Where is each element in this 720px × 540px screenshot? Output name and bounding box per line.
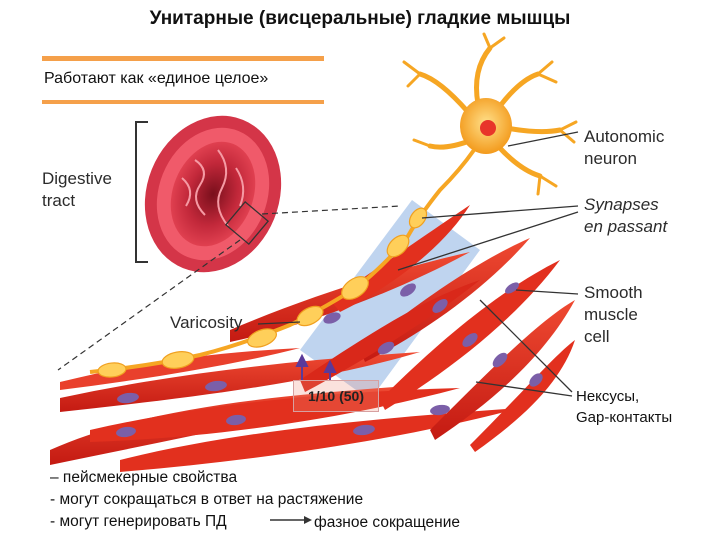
smooth-leader — [515, 289, 579, 295]
muscle-cell — [430, 300, 575, 440]
note-pacemaker: – пейсмекерные свойства — [50, 469, 238, 486]
cell-nucleus — [353, 424, 375, 436]
label-digestive-tract: Digestive tract — [42, 168, 112, 212]
arrow-up-right-head — [323, 359, 337, 373]
arrow-up-left-head — [295, 353, 309, 367]
muscle-cell — [90, 388, 460, 442]
label-autonomic-line1: Autonomic — [584, 127, 665, 146]
digestive-bracket — [135, 121, 148, 263]
varicosity-bead — [408, 207, 428, 229]
arrow-pd-head — [304, 516, 312, 524]
varicosity-bead — [97, 362, 127, 378]
notes-list: – пейсмекерные свойства - могут сокращат… — [50, 467, 363, 533]
label-smooth-muscle-cell: Smooth muscle cell — [584, 282, 643, 348]
zoom-line-upper — [261, 205, 401, 215]
cell-nucleus — [205, 380, 227, 392]
varicosity-bead — [247, 328, 277, 348]
cell-nucleus — [432, 299, 448, 313]
label-digestive-line2: tract — [42, 191, 76, 210]
label-digestive-line1: Digestive — [42, 169, 112, 188]
label-synapses-en-passant: Synapses en passant — [584, 194, 667, 238]
cell-nucleus — [505, 282, 519, 294]
cell-nucleus — [117, 392, 139, 404]
subtitle-underline-bar — [42, 100, 324, 104]
autonomic-neuron — [89, 32, 578, 378]
label-smooth-line3: cell — [584, 327, 610, 346]
note-action-potential: - могут генерировать ПД — [50, 513, 227, 530]
varicosity-bead — [386, 234, 410, 258]
title-underline-bar — [42, 56, 324, 61]
note-stretch: - могут сокращаться в ответ на растяжени… — [50, 491, 364, 508]
cell-nucleus — [529, 373, 543, 387]
varicosity-leader — [257, 321, 301, 325]
label-smooth-line1: Smooth — [584, 283, 643, 302]
label-autonomic-neuron: Autonomic neuron — [584, 126, 664, 170]
page-title: Унитарные (висцеральные) гладкие мышцы — [149, 8, 571, 29]
label-nexus-line1: Нексусы, — [576, 388, 640, 405]
nexus-leader-1 — [479, 299, 573, 393]
cell-nucleus — [400, 283, 416, 297]
digestive-tract-cross-section — [144, 115, 282, 273]
label-smooth-line2: muscle — [584, 305, 638, 324]
cell-nucleus — [377, 341, 395, 355]
muscle-cell — [60, 348, 300, 390]
cell-nucleus — [116, 426, 136, 438]
muscle-cell — [120, 408, 520, 472]
nexus-leader-2 — [475, 381, 573, 397]
label-nexus-line2: Gap-контакты — [576, 409, 673, 426]
cell-nucleus — [226, 414, 246, 426]
ratio-box: 1/10 (50) — [293, 380, 379, 412]
subtitle: Работают как «единое целое» — [44, 70, 269, 87]
cell-nucleus — [430, 404, 450, 416]
label-varicosity: Varicosity — [170, 313, 243, 332]
synapses-leader-2 — [397, 211, 579, 271]
cell-nucleus — [323, 312, 341, 324]
tissue-plane — [300, 200, 480, 400]
label-synapses-line1: Synapses — [584, 195, 659, 214]
label-nexus: Нексусы, Gap-контакты — [576, 386, 672, 428]
label-autonomic-line2: neuron — [584, 149, 637, 168]
varicosity-bead — [161, 351, 195, 369]
synapses-leader-1 — [421, 205, 579, 219]
label-synapses-line2: en passant — [584, 217, 668, 236]
zoom-box — [224, 200, 270, 246]
note-phasic-contraction: фазное сокращение — [314, 514, 461, 531]
varicosity-bead — [341, 276, 369, 300]
cell-nucleus — [462, 333, 478, 347]
zoom-line-lower — [57, 239, 241, 371]
smooth-muscle-sheet — [50, 205, 575, 472]
autonomic-leader — [507, 131, 579, 147]
cell-nucleus — [492, 352, 508, 368]
